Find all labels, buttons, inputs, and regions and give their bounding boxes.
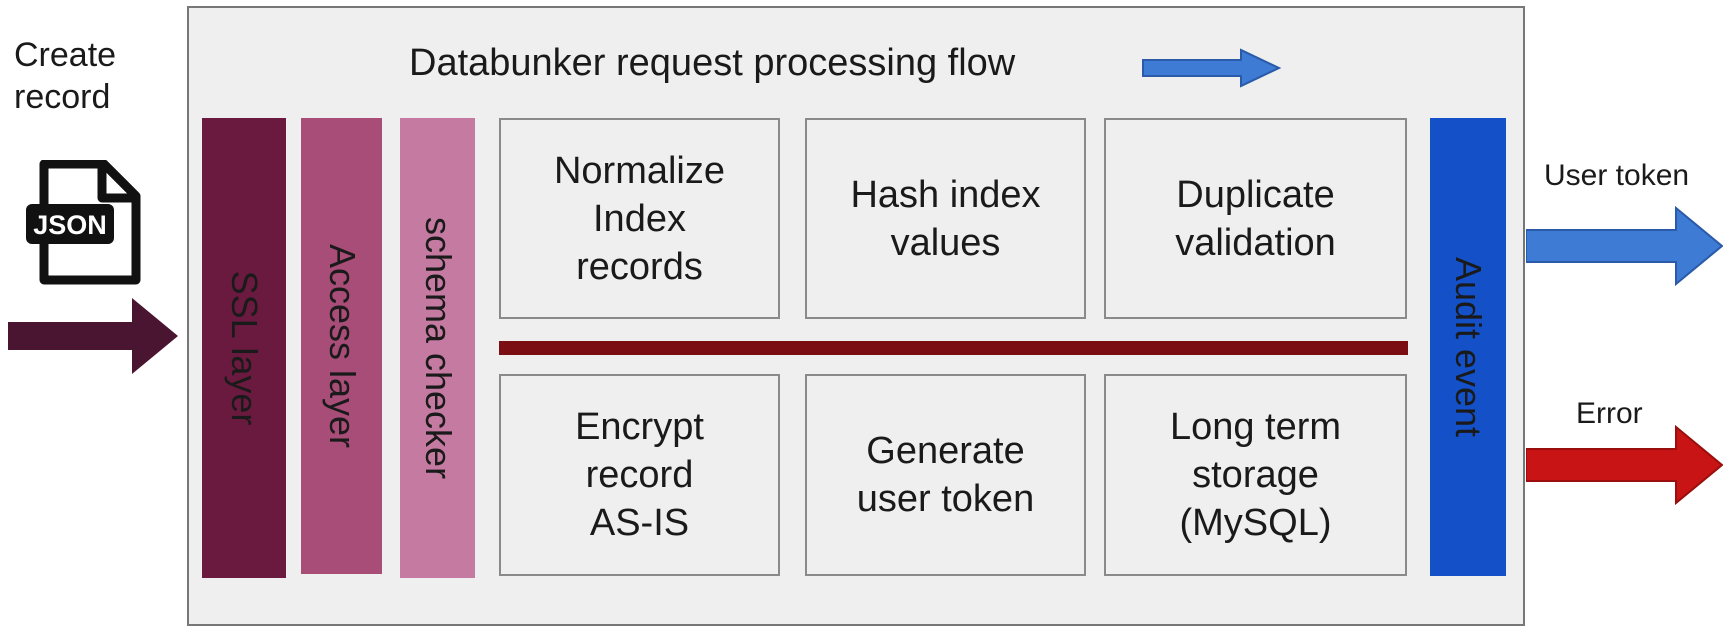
access-layer-label: Access layer (321, 243, 363, 449)
schema-checker-layer: schema checker (400, 118, 475, 578)
step-encrypt-record: Encrypt record AS-IS (499, 374, 780, 576)
step-hash-index-label: Hash index values (850, 173, 1041, 264)
step-long-term-storage: Long term storage (MySQL) (1104, 374, 1407, 576)
input-arrow (8, 298, 178, 374)
schema-checker-label: schema checker (417, 216, 459, 480)
step-long-term-storage-label: Long term storage (MySQL) (1169, 406, 1342, 544)
step-normalize-index-label: Normalize Index records (553, 149, 726, 288)
audit-event-label: Audit event (1448, 256, 1489, 438)
input-arrow-shape (8, 298, 178, 374)
row-divider (499, 341, 1408, 355)
step-encrypt-record-label: Encrypt record AS-IS (575, 406, 704, 544)
flow-direction-arrow (1142, 48, 1282, 88)
step-generate-token-label: Generate user token (856, 430, 1035, 520)
json-file-icon: JSON (26, 160, 141, 285)
step-duplicate-validation: Duplicate validation (1104, 118, 1407, 319)
step-normalize-index: Normalize Index records (499, 118, 780, 319)
user-token-label: User token (1544, 159, 1690, 192)
input-label: Create record (14, 36, 117, 116)
json-icon-text: JSON (33, 210, 107, 240)
step-generate-token: Generate user token (805, 374, 1086, 576)
audit-event-layer: Audit event (1430, 118, 1506, 576)
ssl-layer: SSL layer (202, 118, 286, 578)
ssl-layer-label: SSL layer (224, 270, 265, 426)
step-hash-index: Hash index values (805, 118, 1086, 319)
step-duplicate-validation-label: Duplicate validation (1175, 173, 1336, 264)
access-layer: Access layer (301, 118, 382, 574)
user-token-arrow (1526, 206, 1723, 286)
error-arrow (1526, 425, 1723, 505)
error-label: Error (1576, 397, 1643, 430)
flow-title: Databunker request processing flow (409, 42, 1016, 84)
